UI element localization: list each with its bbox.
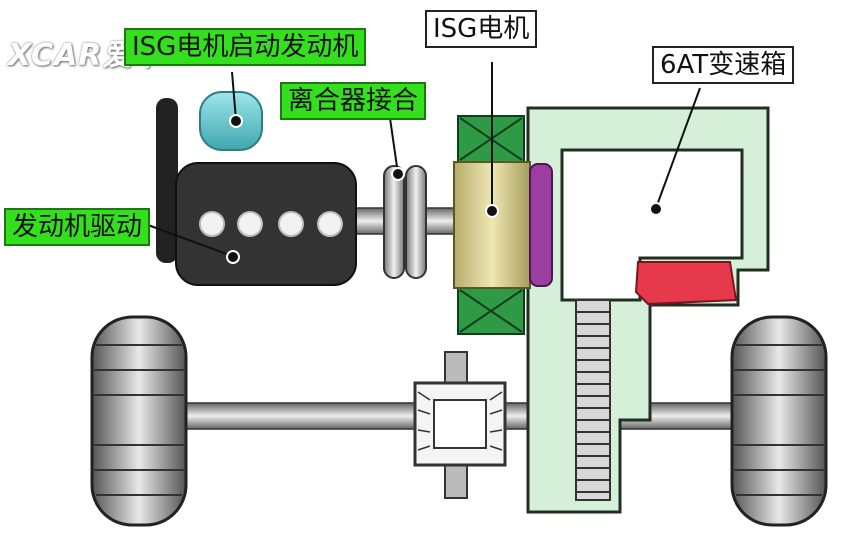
- marker-dot: [226, 250, 240, 264]
- engine-block: [175, 162, 357, 286]
- clutch-label: 离合器接合: [280, 82, 427, 120]
- transfer-gear: [575, 299, 611, 501]
- drive-belt: [156, 98, 178, 263]
- marker-dot: [485, 204, 499, 218]
- right-wheel: [730, 315, 828, 527]
- left-wheel: [90, 315, 188, 527]
- red-gear: [634, 261, 738, 306]
- clutch-discs: [383, 165, 427, 279]
- engine-label: 发动机驱动: [4, 208, 151, 246]
- marker-dot: [229, 114, 243, 128]
- isg-motor-label: ISG电机: [425, 10, 538, 48]
- isg-stator: [457, 115, 525, 335]
- leader-lines: [147, 62, 701, 257]
- clutch-plate: [529, 163, 553, 287]
- isg-start-label: ISG电机启动发动机: [124, 28, 367, 66]
- differential: [413, 351, 507, 499]
- marker-dot: [391, 167, 405, 181]
- gearbox-label: 6AT变速箱: [652, 46, 795, 84]
- marker-dot: [649, 202, 663, 216]
